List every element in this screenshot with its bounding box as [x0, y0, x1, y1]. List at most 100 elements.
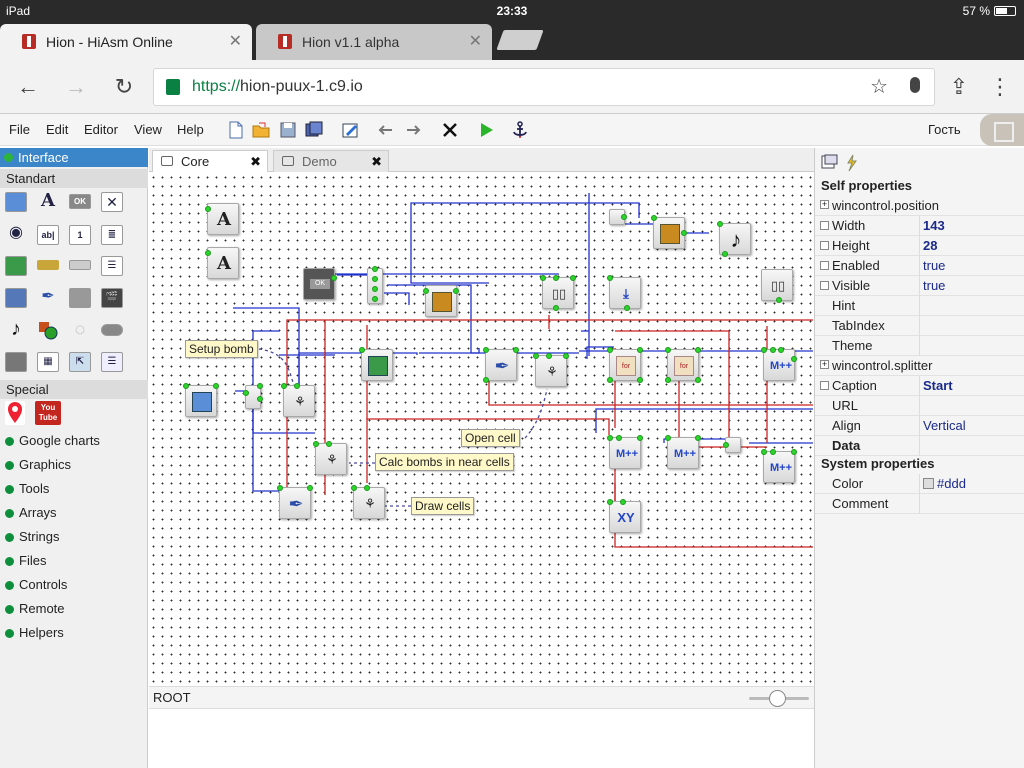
label-component-icon[interactable]: A: [41, 190, 55, 211]
category-graphics[interactable]: Graphics: [0, 454, 148, 476]
trackbar-component-icon[interactable]: [69, 260, 91, 270]
color-swatch[interactable]: [923, 478, 934, 489]
category-helpers[interactable]: Helpers: [0, 622, 148, 644]
url-field[interactable]: https://hion-puux-1.c9.io ☆: [153, 68, 935, 106]
memory-node[interactable]: [651, 215, 687, 249]
toggle-component-icon[interactable]: [101, 324, 123, 336]
property-tabindex[interactable]: TabIndex: [815, 316, 1024, 336]
scheme-node[interactable]: ⚘: [533, 353, 569, 387]
property-url[interactable]: URL: [815, 396, 1024, 416]
download-node[interactable]: ⤓: [607, 275, 641, 311]
menu-file[interactable]: File: [9, 122, 30, 137]
more-menu-icon[interactable]: ⋮: [989, 74, 1011, 99]
comment-draw-cells[interactable]: Draw cells: [411, 497, 475, 515]
microphone-icon[interactable]: [910, 77, 920, 93]
array-node[interactable]: ▯▯: [761, 269, 793, 303]
layout-toggle-button[interactable]: [980, 114, 1024, 146]
tooltip-component-icon[interactable]: ⇱: [69, 352, 91, 372]
share-icon[interactable]: ⇪: [949, 74, 969, 99]
form-component-icon[interactable]: [5, 192, 27, 212]
new-file-icon[interactable]: [226, 120, 246, 140]
xy-node[interactable]: XY: [607, 499, 641, 533]
combobox-component-icon[interactable]: [5, 288, 27, 308]
scheme-node[interactable]: ⚘: [281, 383, 315, 417]
counter-node[interactable]: M++: [665, 435, 701, 469]
memory-node[interactable]: [423, 285, 459, 317]
debug-anchor-icon[interactable]: [510, 120, 530, 140]
run-icon[interactable]: [476, 120, 496, 140]
button-component-icon[interactable]: OK: [69, 194, 91, 209]
counter-node[interactable]: M++: [761, 449, 797, 483]
tab-core[interactable]: Core ✖: [152, 150, 268, 172]
hub-node[interactable]: [367, 266, 383, 304]
category-tools[interactable]: Tools: [0, 478, 148, 500]
grid-component-icon[interactable]: ▦: [37, 352, 59, 372]
sound-node[interactable]: ♪: [717, 221, 751, 257]
close-tab-icon[interactable]: ✕: [228, 33, 242, 50]
open-folder-icon[interactable]: [251, 120, 271, 140]
property-group-splitter[interactable]: +wincontrol.splitter: [815, 356, 1024, 376]
image-component-icon[interactable]: [5, 256, 27, 276]
scheme-node[interactable]: ⚘: [351, 485, 385, 519]
maps-component-icon[interactable]: [5, 401, 25, 425]
listbox-component-icon[interactable]: ☰: [101, 256, 123, 276]
palette-interface-header[interactable]: Interface: [0, 148, 148, 167]
small-node[interactable]: [723, 437, 741, 453]
for-node[interactable]: for: [607, 347, 643, 383]
property-color[interactable]: Color#ddd: [815, 474, 1024, 494]
list-component-icon[interactable]: ☰: [101, 352, 123, 372]
panel-component-icon[interactable]: [69, 288, 91, 308]
user-name[interactable]: Гость: [928, 122, 961, 137]
small-node[interactable]: [609, 209, 627, 225]
pen-node[interactable]: ✒: [483, 347, 519, 383]
category-remote[interactable]: Remote: [0, 598, 148, 620]
delete-icon[interactable]: [440, 120, 460, 140]
button-node[interactable]: OK: [303, 268, 337, 300]
progressbar-component-icon[interactable]: [37, 260, 59, 270]
comment-open-cell[interactable]: Open cell: [461, 429, 520, 447]
scheme-canvas[interactable]: A A OK ▯▯ ⤓ ▯▯ ♪ ✒ ⚘ for for M++ ⚘ ⚘ M++…: [149, 173, 813, 686]
edit-component-icon[interactable]: ab|: [37, 225, 59, 245]
save-all-icon[interactable]: [304, 120, 324, 140]
category-files[interactable]: Files: [0, 550, 148, 572]
palette-special-header[interactable]: Special: [0, 380, 148, 399]
tab-demo[interactable]: Demo ✖: [273, 150, 389, 172]
image-node[interactable]: [359, 347, 393, 381]
comment-calc-bombs[interactable]: Calc bombs in near cells: [375, 453, 514, 471]
timer-component-icon[interactable]: ◌: [74, 319, 86, 339]
property-group-position[interactable]: +wincontrol.position: [815, 196, 1024, 216]
spinedit-component-icon[interactable]: 1: [69, 225, 91, 245]
property-data[interactable]: Data: [815, 436, 1024, 456]
browser-tab-hion-online[interactable]: Hion - HiAsm Online ✕: [0, 24, 252, 60]
radio-component-icon[interactable]: ◉: [9, 224, 23, 241]
root-label[interactable]: ROOT: [153, 690, 191, 705]
shapes-component-icon[interactable]: [37, 320, 59, 340]
palette-standart-header[interactable]: Standart: [0, 169, 148, 188]
for-node[interactable]: for: [665, 347, 701, 383]
redo-icon[interactable]: [403, 120, 423, 140]
counter-node[interactable]: M++: [761, 347, 797, 381]
close-tab-icon[interactable]: ✖: [250, 154, 261, 169]
menu-help[interactable]: Help: [177, 122, 204, 137]
table-component-icon[interactable]: [5, 352, 27, 372]
pen-node[interactable]: ✒: [277, 485, 313, 519]
browser-tab-hion-alpha[interactable]: Hion v1.1 alpha ✕: [256, 24, 492, 60]
label-node[interactable]: A: [205, 203, 239, 235]
pen-component-icon[interactable]: ✒: [41, 288, 55, 305]
checkbox-component-icon[interactable]: ✕: [101, 192, 123, 212]
property-theme[interactable]: Theme: [815, 336, 1024, 356]
sound-component-icon[interactable]: ♪: [11, 318, 21, 340]
save-icon[interactable]: [278, 120, 298, 140]
close-tab-icon[interactable]: ✖: [371, 154, 382, 169]
memo-component-icon[interactable]: ≣: [101, 225, 123, 245]
edit-form-icon[interactable]: [340, 120, 360, 140]
zoom-slider[interactable]: [749, 690, 809, 707]
counter-node[interactable]: M++: [607, 435, 643, 469]
menu-editor[interactable]: Editor: [84, 122, 118, 137]
back-arrow-icon[interactable]: ←: [17, 74, 39, 99]
